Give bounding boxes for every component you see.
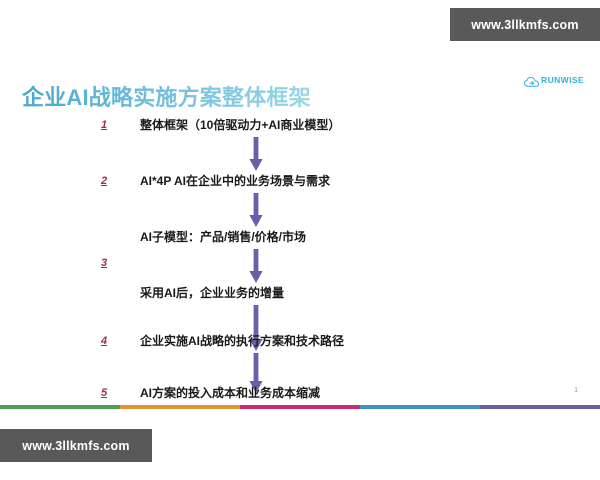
flow-row-3: AI子模型：产品/销售/价格/市场 <box>0 229 600 245</box>
flow-row-4: 采用AI后，企业业务的增量 <box>0 285 600 301</box>
flow-text-5: 企业实施AI战略的执行方案和技术路径 <box>140 334 345 348</box>
flow-text-4: 采用AI后，企业业务的增量 <box>140 286 285 300</box>
flow-number-2: 2 <box>100 175 108 187</box>
flow-text-2: AI*4P AI在企业中的业务场景与需求 <box>140 174 331 188</box>
watermark-top-right: www.3llkmfs.com <box>450 8 600 41</box>
slide-canvas: RUNWISE 企业AI战略实施方案整体框架 1 整体框架（10倍驱动力+AI商… <box>0 55 600 415</box>
page-title: 企业AI战略实施方案整体框架 <box>22 85 311 110</box>
color-bar-segment-3 <box>240 405 360 409</box>
flow-number-1: 1 <box>100 119 108 131</box>
flow-number-5: 4 <box>100 335 108 347</box>
color-bar-segment-1 <box>0 405 120 409</box>
watermark-top-right-text: www.3llkmfs.com <box>471 17 579 32</box>
down-arrow-icon-3 <box>248 249 264 285</box>
footer-color-bar <box>0 405 600 409</box>
page-number: 1 <box>574 387 578 394</box>
flow-row-5: 4 企业实施AI战略的执行方案和技术路径 <box>0 333 600 349</box>
watermark-bottom-left: www.3llkmfs.com <box>0 429 152 462</box>
color-bar-segment-4 <box>360 405 480 409</box>
down-arrow-icon-4 <box>248 305 264 353</box>
watermark-bottom-left-text: www.3llkmfs.com <box>22 438 130 453</box>
flow-number-3: 3 <box>100 257 108 269</box>
flow-row-marker-3: 3 <box>0 255 600 271</box>
flow-row-2: 2 AI*4P AI在企业中的业务场景与需求 <box>0 173 600 189</box>
flow-number-6: 5 <box>100 387 108 399</box>
flow-row-1: 1 整体框架（10倍驱动力+AI商业模型） <box>0 117 600 133</box>
flow-row-6: 5 AI方案的投入成本和业务成本缩减 <box>0 385 600 401</box>
runwise-logo: RUNWISE <box>523 73 584 87</box>
down-arrow-icon-1 <box>248 137 264 173</box>
flow-text-3: AI子模型：产品/销售/价格/市场 <box>140 230 307 244</box>
down-arrow-icon-5 <box>248 353 264 395</box>
flow-text-1: 整体框架（10倍驱动力+AI商业模型） <box>140 118 341 132</box>
flow-text-6: AI方案的投入成本和业务成本缩减 <box>140 386 321 400</box>
color-bar-segment-2 <box>120 405 240 409</box>
runwise-logo-text: RUNWISE <box>541 74 584 85</box>
color-bar-segment-5 <box>480 405 600 409</box>
cloud-arrow-icon <box>523 75 539 87</box>
down-arrow-icon-2 <box>248 193 264 229</box>
